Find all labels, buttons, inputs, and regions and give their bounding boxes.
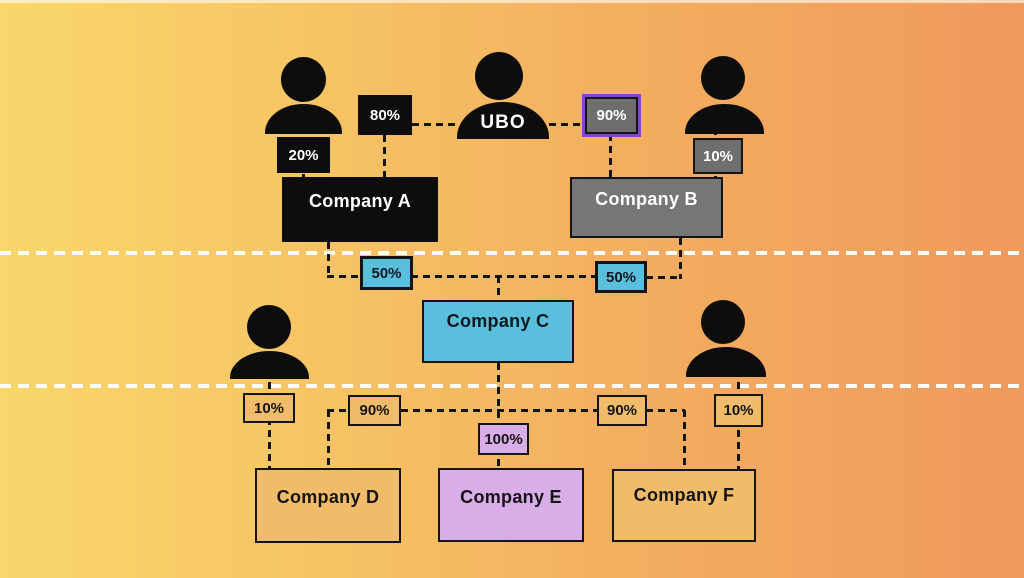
pct-ubo-to-company-b-highlighted: 90% (582, 94, 641, 137)
person4-icon (701, 300, 745, 344)
pct-ubo-to-company-a: 80% (358, 95, 412, 135)
pct-company-a-to-company-c: 50% (360, 256, 413, 290)
connector-company-a-to-50pct (327, 275, 361, 278)
pct-company-b-to-company-c: 50% (595, 261, 647, 293)
person1-body-icon (265, 104, 342, 134)
company-e-box: Company E (438, 468, 584, 542)
person3-body-icon (230, 351, 309, 379)
connector-90pct-to-company-b (609, 134, 612, 178)
connector-down-to-company-c (497, 276, 500, 301)
connector-90pct-to-90pct (401, 409, 598, 412)
company-f-box: Company F (612, 469, 756, 542)
connector-90pct-to-company-d (327, 409, 349, 412)
connector-down-to-company-d (327, 410, 330, 468)
connector-50pct-to-50pct (411, 275, 596, 278)
pct-person1-to-company-a: 20% (277, 137, 330, 173)
company-e-label: Company E (460, 487, 562, 507)
pct-company-c-to-company-f: 90% (597, 395, 647, 426)
person2-icon (701, 56, 745, 100)
connector-50pct-to-company-b (646, 276, 681, 279)
top-edge-strip (0, 0, 1024, 3)
person4-body-icon (686, 347, 766, 377)
section-divider-bottom (0, 384, 1024, 388)
ubo-label: UBO (480, 111, 526, 133)
person1-icon (281, 57, 326, 102)
company-f-label: Company F (633, 485, 735, 505)
pct-person3-to-company-d: 10% (243, 393, 295, 423)
company-a-label: Company A (308, 191, 412, 211)
connector-company-a-down (327, 242, 330, 278)
pct-company-c-to-company-e: 100% (478, 423, 529, 455)
connector-ubo-to-90pct (549, 123, 586, 126)
ubo-person-icon (475, 52, 523, 100)
person3-icon (247, 305, 291, 349)
pct-person2-to-company-b: 10% (693, 138, 743, 174)
company-c-label: Company C (446, 311, 550, 331)
company-a-box: Company A (282, 177, 438, 242)
ubo-person-body-icon: UBO (457, 102, 549, 139)
connector-80pct-to-company-a (383, 135, 386, 178)
company-b-box: Company B (570, 177, 723, 238)
connector-company-c-to-company-e (497, 363, 500, 469)
connector-90pct-to-company-f (646, 409, 685, 412)
section-divider-top (0, 251, 1024, 255)
pct-person4-to-company-f: 10% (714, 394, 763, 427)
connector-company-b-down (679, 238, 682, 279)
company-b-label: Company B (595, 189, 698, 209)
connector-80pct-to-ubo (412, 123, 458, 126)
pct-company-c-to-company-d: 90% (348, 395, 401, 426)
connector-down-to-company-f (683, 410, 686, 469)
company-d-label: Company D (276, 487, 380, 507)
company-d-box: Company D (255, 468, 401, 543)
company-c-box: Company C (422, 300, 574, 363)
person2-body-icon (685, 104, 764, 134)
